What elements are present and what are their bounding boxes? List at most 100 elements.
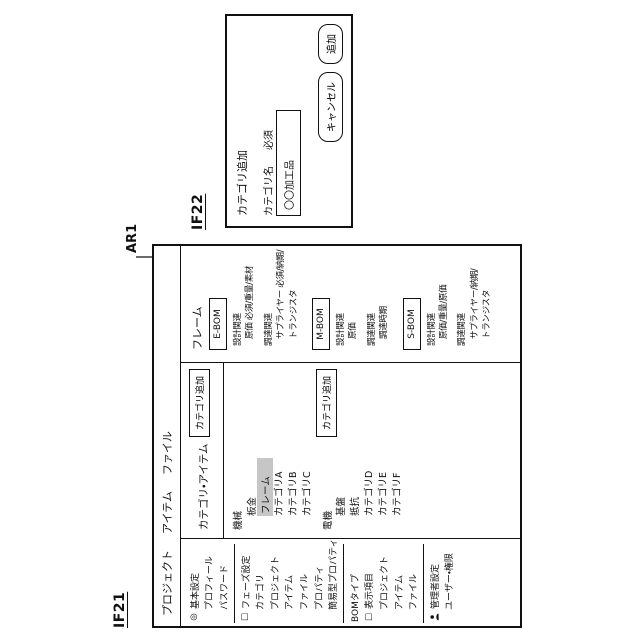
add-button[interactable]: 追加 bbox=[318, 24, 343, 64]
bom-detail-panel: フレーム E-BOM 設計関連 原価 必須/重量/素材 調達関連 サプライヤー … bbox=[181, 246, 521, 362]
sidebar-item-file[interactable]: ファイル bbox=[296, 539, 311, 623]
sidebar-item-label: パスワード bbox=[219, 564, 230, 610]
sidebar-item-label: ファイル bbox=[409, 573, 420, 610]
sidebar-item-label: 簡易型プロパティ bbox=[329, 538, 340, 610]
category-tree-item-a[interactable]: カテゴリA bbox=[271, 363, 285, 538]
sidebar-item-category[interactable]: カテゴリ bbox=[252, 539, 267, 623]
sidebar-item-phase-settings[interactable]: □ フェーズ設定 bbox=[238, 539, 253, 623]
category-label: 基盤 bbox=[336, 496, 348, 516]
sidebar-item-project[interactable]: プロジェクト bbox=[267, 539, 282, 623]
category-panel-title: カテゴリ・アイテム bbox=[198, 443, 210, 530]
category-tree-item-b[interactable]: カテゴリB bbox=[285, 363, 299, 538]
sidebar-item-label: ファイル bbox=[299, 573, 310, 610]
category-label: カテゴリE bbox=[377, 471, 389, 516]
detail-line: 原価 必須/重量/素材 bbox=[245, 265, 256, 339]
detail-line: サプライヤー/納期/ bbox=[469, 268, 480, 339]
settings-sidebar: ◎ 基本設定 プロフィール パスワード □ フェーズ設定 カテゴリ bbox=[181, 538, 521, 626]
dialog-field-row: カテゴリ名 必須 bbox=[260, 130, 275, 216]
category-label: カテゴリB bbox=[288, 471, 300, 516]
category-tree-item-d[interactable]: カテゴリD bbox=[361, 363, 375, 538]
sidebar-item-simple-property[interactable]: 簡易型プロパティ bbox=[325, 539, 340, 623]
procurement-related-header: 調達関連 bbox=[263, 313, 274, 346]
dialog-buttons: キャンセル 追加 bbox=[318, 24, 343, 142]
detail-line: 原価/重量/原価 bbox=[439, 284, 450, 339]
design-related-header: 設計関連 bbox=[233, 313, 243, 346]
area-reference-label: AR1 bbox=[125, 223, 140, 253]
sidebar-item-profile[interactable]: プロフィール bbox=[202, 539, 217, 623]
sidebar-item-display-project[interactable]: プロジェクト bbox=[376, 539, 391, 623]
category-label: 抵抗 bbox=[350, 496, 362, 516]
sidebar-item-label: ユーザー・権限 bbox=[445, 553, 456, 610]
category-tree-item-machine[interactable]: 機械 bbox=[230, 363, 244, 538]
sidebar-item-users-permissions[interactable]: ユーザー・権限 bbox=[442, 539, 457, 623]
square-icon: □ bbox=[363, 612, 374, 622]
detail-line: トランジスタ bbox=[288, 289, 299, 339]
sidebar-item-basic-settings[interactable]: ◎ 基本設定 bbox=[187, 539, 202, 623]
detail-line: 調達時期 bbox=[379, 306, 390, 339]
category-panel-header: カテゴリ・アイテム カテゴリ追加 bbox=[181, 363, 224, 538]
sidebar-item-display-items[interactable]: □ 表示項目 bbox=[362, 539, 377, 623]
sidebar-item-admin-settings[interactable]: 管理者設定 bbox=[427, 539, 442, 623]
sidebar-item-label: アイテム bbox=[394, 574, 405, 610]
menu-item-item[interactable]: アイテム bbox=[161, 491, 174, 534]
detail-panel-title: フレーム bbox=[191, 306, 204, 350]
category-item-panel: カテゴリ・アイテム カテゴリ追加 カテゴリ追加 機械 板金 フレーム カテゴリ bbox=[181, 362, 521, 538]
sidebar-item-item[interactable]: アイテム bbox=[282, 539, 297, 623]
design-related-header: 設計関連 bbox=[426, 313, 437, 346]
sidebar-item-password[interactable]: パスワード bbox=[216, 539, 231, 623]
sidebar-item-display-file[interactable]: ファイル bbox=[405, 539, 420, 623]
detail-line: サプライヤー 必須/納期/ bbox=[276, 249, 287, 339]
category-tree-item-frame[interactable]: フレーム bbox=[256, 363, 273, 538]
menu-item-file[interactable]: ファイル bbox=[161, 431, 174, 476]
sidebar-item-label: フェーズ設定 bbox=[241, 555, 252, 609]
category-tree-item-f[interactable]: カテゴリF bbox=[389, 363, 403, 538]
cancel-button[interactable]: キャンセル bbox=[318, 72, 343, 142]
category-tree-item-resistor[interactable]: 抵抗 bbox=[347, 363, 361, 538]
detail-line: 原価 bbox=[348, 322, 359, 339]
main-window: プロジェクト アイテム ファイル ◎ 基本設定 プロフィール パスワード □ bbox=[152, 244, 522, 628]
category-label: カテゴリD bbox=[364, 470, 376, 516]
sidebar-item-label: プロフィール bbox=[205, 556, 216, 610]
sidebar-item-bom-type[interactable]: BOMタイプ bbox=[347, 539, 362, 623]
window-content: ◎ 基本設定 プロフィール パスワード □ フェーズ設定 カテゴリ bbox=[181, 246, 521, 626]
sbom-section-button[interactable]: S-BOM bbox=[402, 298, 421, 350]
bullseye-icon: ◎ bbox=[189, 613, 200, 621]
category-name-label: カテゴリ名 bbox=[264, 166, 275, 216]
category-label: カテゴリA bbox=[274, 471, 286, 517]
sidebar-item-property[interactable]: プロパティ bbox=[311, 539, 326, 623]
sidebar-item-label: 基本設定 bbox=[190, 572, 201, 609]
category-label: フレーム bbox=[256, 458, 273, 516]
person-icon bbox=[430, 612, 439, 622]
dialog-title: カテゴリ追加 bbox=[236, 150, 249, 216]
category-label: カテゴリC bbox=[301, 471, 313, 516]
procurement-related-header: 調達関連 bbox=[457, 313, 468, 346]
design-related-header: 設計関連 bbox=[336, 313, 347, 346]
sidebar-item-label: アイテム bbox=[285, 574, 296, 610]
category-label: 電機 bbox=[322, 510, 334, 530]
dialog-reference-label: IF22 bbox=[190, 193, 206, 230]
mbom-section-button[interactable]: M-BOM bbox=[312, 298, 331, 350]
add-category-button-2[interactable]: カテゴリ追加 bbox=[316, 369, 337, 438]
category-name-input[interactable]: 〇〇加工品 bbox=[276, 110, 301, 216]
category-tree-item-e[interactable]: カテゴリE bbox=[375, 363, 389, 538]
sidebar-item-label: 表示項目 bbox=[365, 572, 376, 609]
menu-item-project[interactable]: プロジェクト bbox=[161, 550, 174, 616]
sidebar-item-label: プロジェクト bbox=[379, 555, 390, 610]
add-category-button[interactable]: カテゴリ追加 bbox=[189, 369, 210, 438]
category-tree-item-c[interactable]: カテゴリC bbox=[299, 363, 313, 538]
required-badge: 必須 bbox=[264, 130, 275, 150]
ebom-section-button[interactable]: E-BOM bbox=[209, 298, 227, 350]
category-label: 機械 bbox=[232, 510, 244, 530]
sidebar-item-label: BOMタイプ bbox=[350, 574, 361, 622]
sidebar-item-label: プロジェクト bbox=[270, 555, 281, 610]
category-label: カテゴリF bbox=[391, 472, 403, 516]
category-tree: 機械 板金 フレーム カテゴリA カテゴリB カテゴリC bbox=[224, 363, 403, 538]
add-category-dialog: カテゴリ追加 カテゴリ名 必須 〇〇加工品 キャンセル 追加 bbox=[225, 14, 353, 228]
sidebar-divider bbox=[422, 544, 424, 623]
detail-line: トランジスタ bbox=[482, 289, 493, 339]
sidebar-item-display-item[interactable]: アイテム bbox=[391, 539, 406, 623]
menu-bar: プロジェクト アイテム ファイル bbox=[154, 246, 181, 626]
square-icon: □ bbox=[240, 612, 251, 622]
sidebar-item-label: 管理者設定 bbox=[430, 563, 441, 609]
